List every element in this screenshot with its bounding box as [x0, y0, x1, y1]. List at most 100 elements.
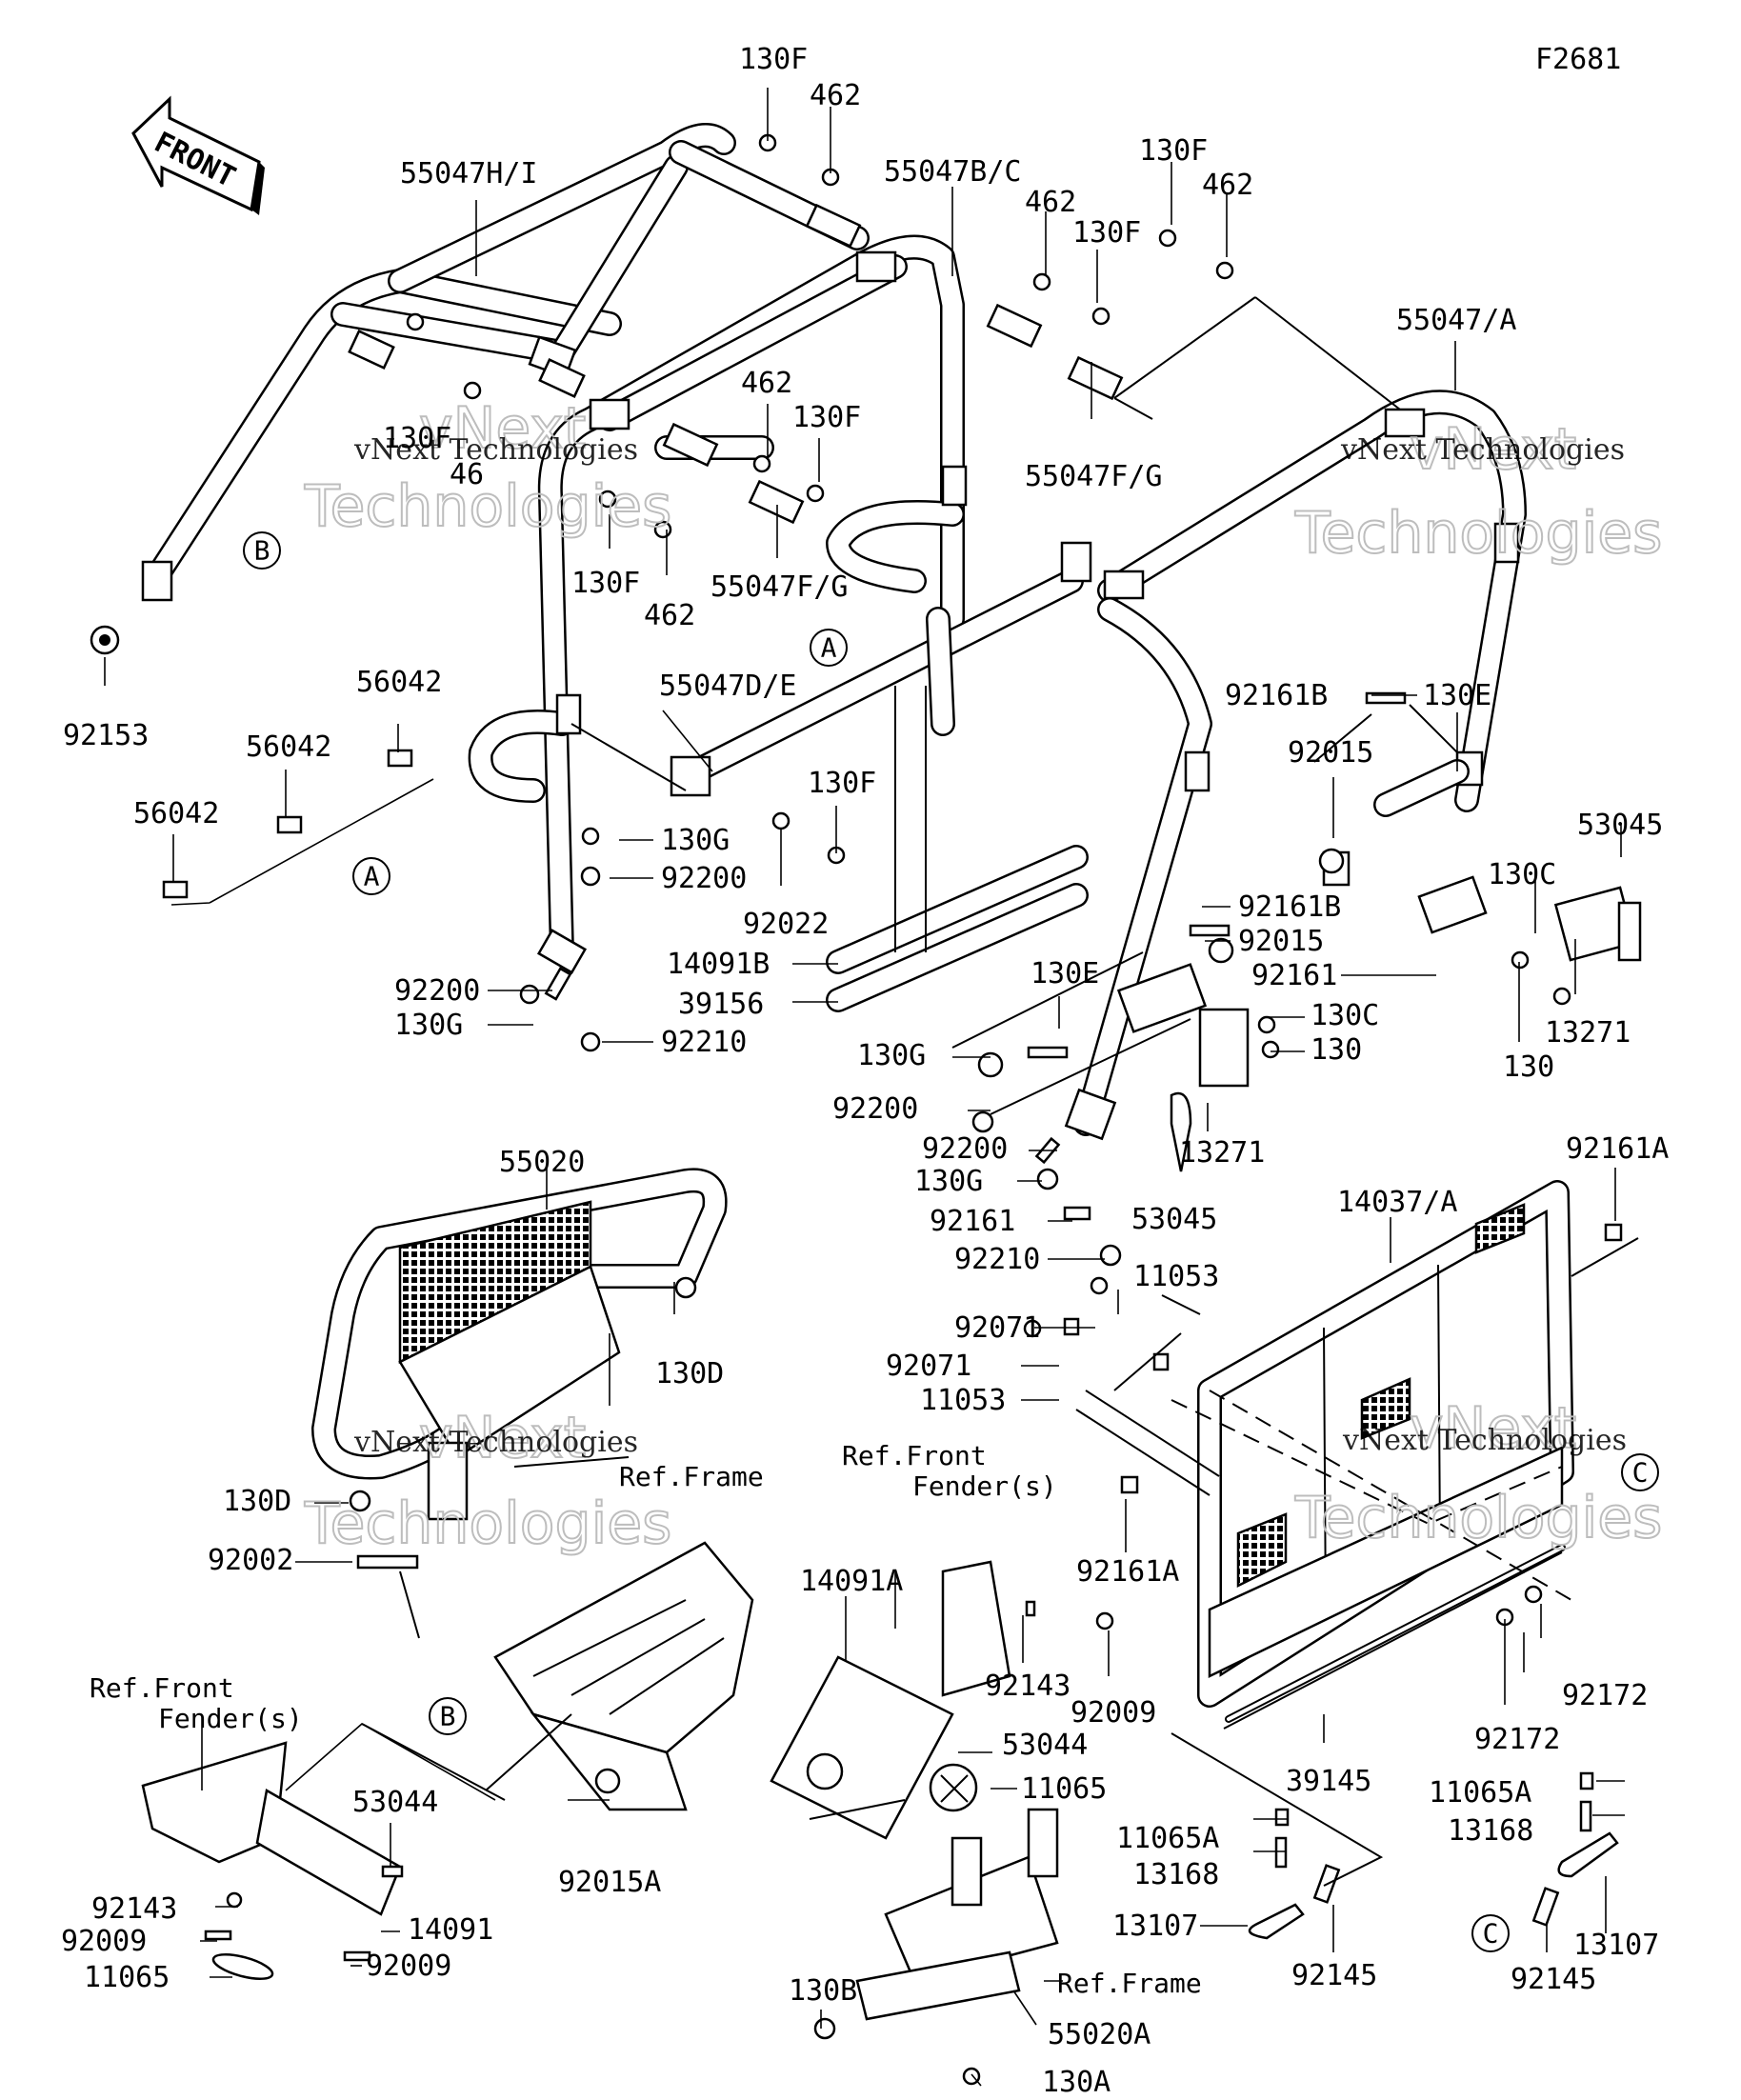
label-11053: 11053: [1133, 1260, 1219, 1293]
circle-ref-C-2: C: [1471, 1914, 1510, 1952]
svg-text:vNext Technologies: vNext Technologies: [353, 433, 638, 467]
svg-text:Technologies: Technologies: [304, 1490, 671, 1557]
label-55047BC: 55047B/C: [884, 155, 1022, 189]
label-130F: 130F: [1072, 216, 1141, 250]
svg-text:Technologies: Technologies: [304, 473, 671, 540]
label-13107: 13107: [1573, 1929, 1659, 1962]
label-55047FG: 55047F/G: [1025, 460, 1163, 493]
label-130F: 130F: [571, 567, 640, 600]
circle-ref-B-1: B: [243, 531, 281, 570]
svg-text:vNext: vNext: [1410, 416, 1576, 483]
label-92161B: 92161B: [1225, 679, 1328, 712]
label-130G: 130G: [914, 1165, 983, 1198]
label-ref-front: Ref.Front: [90, 1672, 234, 1704]
label-92161A: 92161A: [1076, 1555, 1179, 1589]
label-14091A: 14091A: [800, 1565, 903, 1598]
label-92143: 92143: [985, 1670, 1071, 1703]
label-462: 462: [810, 79, 861, 112]
label-92071: 92071: [954, 1311, 1040, 1345]
svg-text:B: B: [254, 535, 270, 567]
label-92145: 92145: [1511, 1963, 1596, 1996]
label-92161A: 92161A: [1566, 1132, 1669, 1166]
label-92015A: 92015A: [558, 1866, 661, 1899]
label-92002: 92002: [208, 1544, 293, 1577]
assembly-lines: [361, 296, 1639, 1887]
label-ref-fender: Fender(s): [158, 1703, 303, 1734]
label-130F: 130F: [792, 401, 861, 434]
label-92009: 92009: [61, 1925, 147, 1958]
label-11065: 11065: [84, 1961, 170, 1994]
label-130D: 130D: [655, 1357, 724, 1390]
label-ref-frame: Ref.Frame: [1057, 1968, 1202, 1999]
svg-text:vNext: vNext: [419, 395, 586, 462]
label-13107: 13107: [1112, 1910, 1198, 1943]
label-92071: 92071: [886, 1350, 971, 1383]
circle-ref-A-1: A: [810, 629, 848, 667]
label-130F: 130F: [1139, 134, 1208, 168]
label-92161: 92161: [1251, 959, 1337, 992]
svg-text:C: C: [1483, 1918, 1499, 1950]
label-53044: 53044: [1002, 1729, 1088, 1762]
svg-text:vNext Technologies: vNext Technologies: [1340, 433, 1625, 467]
label-56042: 56042: [356, 666, 442, 699]
label-ref-fender: Fender(s): [912, 1470, 1057, 1502]
svg-text:vNext: vNext: [419, 1405, 586, 1471]
label-130G: 130G: [394, 1009, 463, 1042]
svg-text:vNext: vNext: [1410, 1395, 1576, 1462]
rear-roll-bar-assembly: [1064, 390, 1527, 1141]
label-55047FG: 55047F/G: [710, 570, 849, 604]
label-55020A: 55020A: [1048, 2018, 1151, 2051]
circle-ref-A-2: A: [352, 857, 390, 895]
label-92161B: 92161B: [1238, 890, 1341, 924]
label-92200: 92200: [394, 974, 480, 1008]
fender-cover-14091A: [770, 1560, 1114, 1840]
label-11065A: 11065A: [1116, 1822, 1219, 1855]
svg-text:C: C: [1632, 1457, 1649, 1489]
label-130B: 130B: [789, 1974, 857, 2008]
label-130F: 130F: [739, 43, 808, 76]
label-92015: 92015: [1238, 925, 1324, 958]
label-92172: 92172: [1474, 1723, 1560, 1756]
label-92009: 92009: [366, 1950, 451, 1983]
label-92145: 92145: [1291, 1959, 1377, 1992]
label-92161: 92161: [930, 1205, 1015, 1238]
label-13168: 13168: [1133, 1858, 1219, 1891]
label-92200: 92200: [922, 1132, 1008, 1166]
label-92200: 92200: [832, 1092, 918, 1126]
figure-code: F2681: [1535, 43, 1621, 76]
fender-brackets-left: [141, 1723, 496, 1980]
roof-brackets: [348, 203, 1124, 525]
label-462: 462: [1202, 169, 1253, 202]
label-130E: 130E: [1423, 679, 1491, 712]
svg-text:vNext Technologies: vNext Technologies: [353, 1426, 638, 1459]
label-14091: 14091: [408, 1913, 493, 1947]
label-53044: 53044: [352, 1786, 438, 1819]
label-92210: 92210: [661, 1026, 747, 1059]
side-brace-bar: [670, 541, 1092, 797]
decal-56042: [162, 749, 434, 906]
label-92143: 92143: [91, 1892, 177, 1926]
label-ref-front: Ref.Front: [842, 1440, 987, 1471]
label-462: 462: [1025, 186, 1076, 219]
svg-text:A: A: [364, 861, 380, 892]
watermark: Technologies vNext vNext Technologies Te…: [303, 394, 1663, 1558]
label-11065A: 11065A: [1429, 1776, 1531, 1810]
label-53045: 53045: [1131, 1203, 1217, 1236]
label-130: 130: [1503, 1050, 1554, 1084]
svg-text:vNext Technologies: vNext Technologies: [1342, 1424, 1627, 1457]
label-39145: 39145: [1286, 1765, 1371, 1798]
svg-text:A: A: [821, 632, 837, 664]
leader-lines: [104, 88, 1625, 2087]
label-55047A: 55047/A: [1396, 304, 1516, 337]
pins-and-levers: [1248, 1771, 1619, 1940]
label-11053: 11053: [920, 1384, 1006, 1417]
label-130G: 130G: [661, 824, 730, 857]
label-39156: 39156: [678, 988, 764, 1021]
label-56042: 56042: [133, 797, 219, 830]
part-labels: 130F 462 55047H/I 55047B/C 462 130F 130F…: [61, 43, 1669, 2099]
label-13271: 13271: [1179, 1136, 1265, 1170]
label-92172: 92172: [1562, 1679, 1648, 1712]
label-92009: 92009: [1071, 1696, 1156, 1730]
circle-ref-B-2: B: [429, 1697, 467, 1735]
